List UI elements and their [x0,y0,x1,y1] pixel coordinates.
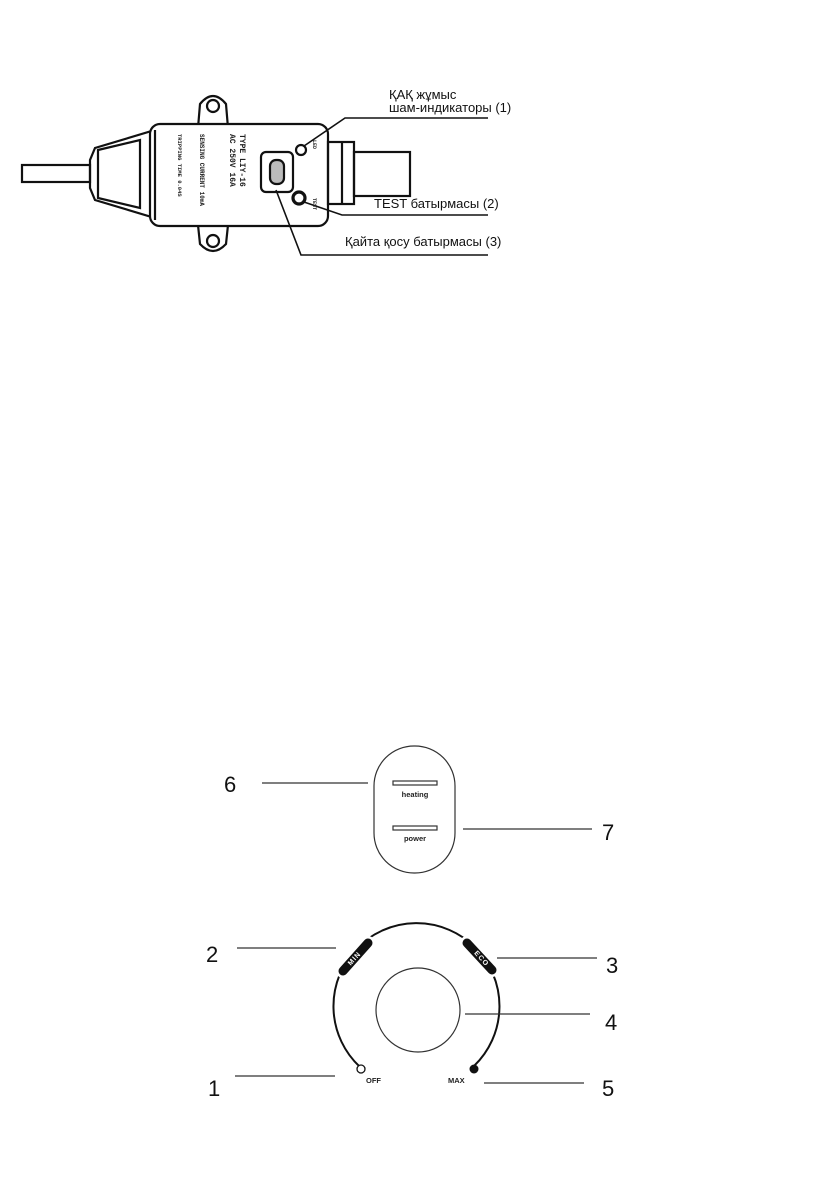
mount-hole-bottom [205,233,221,249]
marking-led: LED [311,140,317,149]
mount-hole-top [205,98,221,114]
callout-number-4: 4 [605,1010,617,1035]
leader-test [303,201,488,216]
plug-face [96,138,142,210]
eco-marker [462,938,497,975]
heating-indicator [392,780,438,786]
dial-scale-arc [332,922,501,1068]
indicator-housing [373,745,456,874]
callout-number-2: 2 [206,942,218,967]
device-markings: TYPE LIY-16 AC 250V 16A SENSING CURRENT … [176,134,317,210]
mount-ear-top [196,94,230,129]
off-label: OFF [366,1076,381,1085]
mount-ear-bottom [196,224,230,253]
max-marker [469,1064,479,1074]
marking-tripping: TRIPPING TIME 0.04S [176,134,183,197]
led-indicator [294,143,308,157]
marking-type: TYPE LIY-16 [237,134,246,187]
indicator-panel [262,745,592,874]
marking-sensing: SENSING CURRENT 10mA [198,134,205,206]
callout-led-line1: ҚАҚ жұмыс [389,87,457,102]
marking-rating: AC 250V 16A [227,134,236,187]
connector-cable [352,150,412,198]
off-marker [356,1064,366,1074]
callout-number-3: 3 [606,953,618,978]
leader-reset [275,189,488,256]
max-label: MAX [448,1076,465,1085]
callout-number-5: 5 [602,1076,614,1101]
dial-knob [375,967,461,1053]
callout-number-6: 6 [224,772,236,797]
callout-test: TEST батырмасы (2) [374,196,499,211]
rcd-device-diagram [20,94,488,256]
marking-test: TEST [311,198,317,210]
reset-button-cap [268,158,286,186]
power-label: power [404,834,426,843]
temperature-dial [235,922,597,1084]
power-cable [20,163,92,184]
callout-number-7: 7 [602,820,614,845]
heating-label: heating [402,790,429,799]
callout-number-1: 1 [208,1076,220,1101]
leader-led [303,117,488,147]
test-button [291,190,307,206]
callout-reset: Қайта қосу батырмасы (3) [345,234,501,249]
callout-led-line2: шам-индикаторы (1) [389,100,511,115]
min-marker [338,938,373,976]
power-indicator [392,825,438,831]
